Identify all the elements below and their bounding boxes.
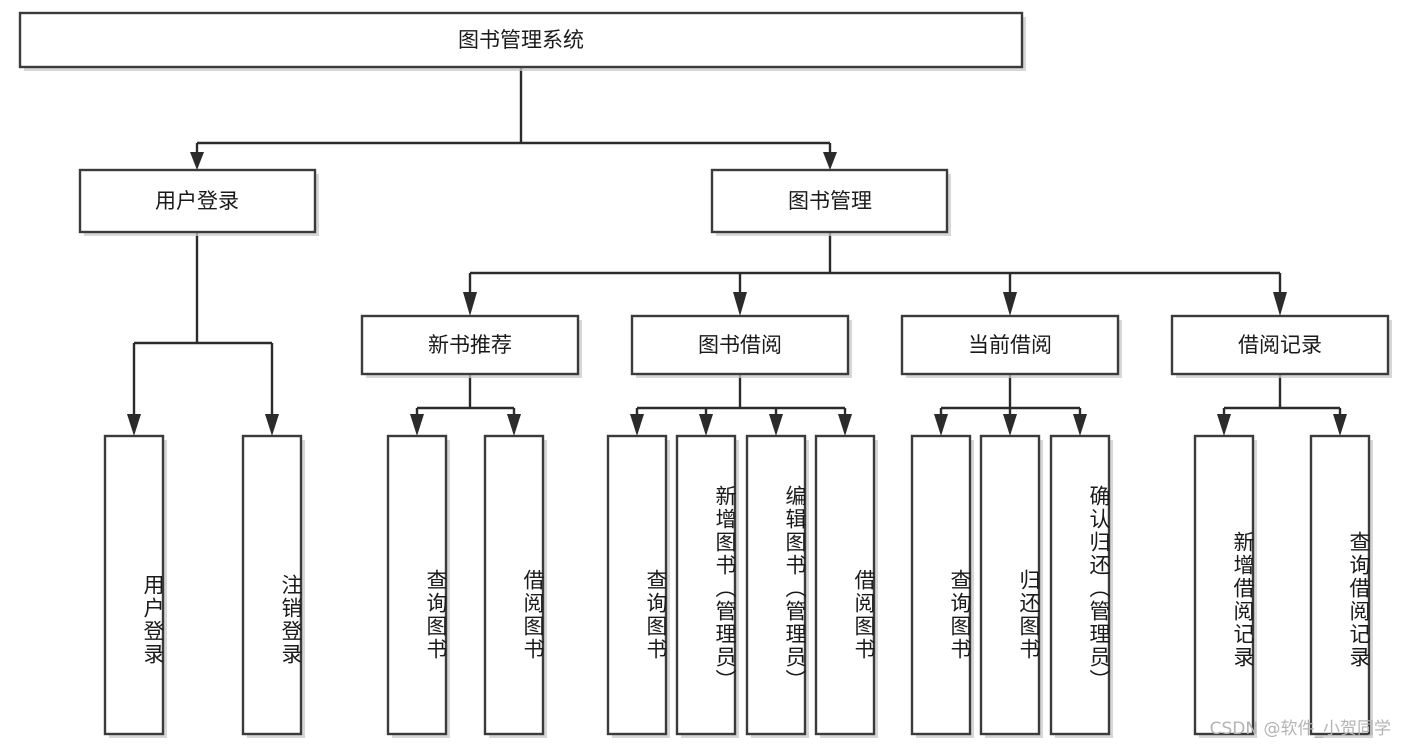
- connector-group: [127, 67, 1347, 436]
- arrowhead-book-borrow: [733, 292, 747, 316]
- arrowhead-borrowrecord-leaf-1: [1217, 414, 1231, 436]
- node-new-book-box[interactable]: [360, 314, 580, 376]
- node-new-book-label: 新书推荐: [428, 333, 512, 357]
- node-leaf-logout-box[interactable]: [241, 434, 303, 736]
- arrowhead-newbook-leaf-2: [507, 414, 521, 436]
- arrowhead-current-borrow: [1003, 292, 1017, 316]
- node-root-box[interactable]: [18, 11, 1024, 69]
- arrowhead-bookborrow-leaf-2: [699, 414, 713, 436]
- arrowhead-user-login: [190, 152, 204, 170]
- node-group: 图书管理系统 用户登录 图书管理 新书推荐 图书借阅 当前借阅 借阅记录: [18, 11, 1390, 736]
- node-leaf-br-add-box[interactable]: [1193, 434, 1255, 736]
- node-leaf-bb-query-box[interactable]: [606, 434, 668, 736]
- node-leaf-cb-query-box[interactable]: [910, 434, 972, 736]
- node-borrow-record-box[interactable]: [1170, 314, 1390, 376]
- node-root-label: 图书管理系统: [458, 28, 584, 52]
- arrowhead-borrowrecord-leaf-2: [1333, 414, 1347, 436]
- node-leaf-bb-borrow-box[interactable]: [814, 434, 876, 736]
- node-user-login-box[interactable]: [78, 168, 317, 234]
- arrowhead-currentborrow-leaf-3: [1073, 414, 1087, 436]
- arrowhead-bookborrow-leaf-3: [769, 414, 783, 436]
- arrowhead-borrow-record: [1273, 292, 1287, 316]
- arrowhead-book-mgmt: [823, 152, 837, 170]
- node-leaf-nb-query-box[interactable]: [386, 434, 448, 736]
- node-leaf-br-query-box[interactable]: [1309, 434, 1371, 736]
- arrowhead-bookborrow-leaf-4: [838, 414, 852, 436]
- arrowhead-bookborrow-leaf-1: [630, 414, 644, 436]
- node-book-borrow-label: 图书借阅: [698, 333, 782, 357]
- node-leaf-bb-add-box[interactable]: [675, 434, 737, 736]
- node-leaf-bb-edit-box[interactable]: [745, 434, 807, 736]
- node-current-borrow-box[interactable]: [900, 314, 1120, 376]
- arrowhead-leaf-user-login: [127, 414, 141, 436]
- node-book-mgmt-box[interactable]: [710, 168, 949, 234]
- node-book-borrow-box[interactable]: [630, 314, 850, 376]
- node-user-login-label: 用户登录: [155, 189, 239, 213]
- node-leaf-nb-borrow-box[interactable]: [483, 434, 545, 736]
- node-leaf-user-login-box[interactable]: [103, 434, 165, 736]
- arrowhead-new-book: [463, 292, 477, 316]
- node-leaf-cb-return-box[interactable]: [979, 434, 1041, 736]
- node-current-borrow-label: 当前借阅: [968, 333, 1052, 357]
- arrowhead-newbook-leaf-1: [410, 414, 424, 436]
- arrowhead-currentborrow-leaf-2: [1003, 414, 1017, 436]
- node-book-mgmt-label: 图书管理: [788, 189, 872, 213]
- arrowhead-leaf-logout: [265, 414, 279, 436]
- arrowhead-currentborrow-leaf-1: [934, 414, 948, 436]
- watermark-text: CSDN @软件_小贺同学: [1209, 719, 1391, 739]
- node-borrow-record-label: 借阅记录: [1238, 333, 1322, 357]
- node-leaf-cb-confirm-box[interactable]: [1049, 434, 1111, 736]
